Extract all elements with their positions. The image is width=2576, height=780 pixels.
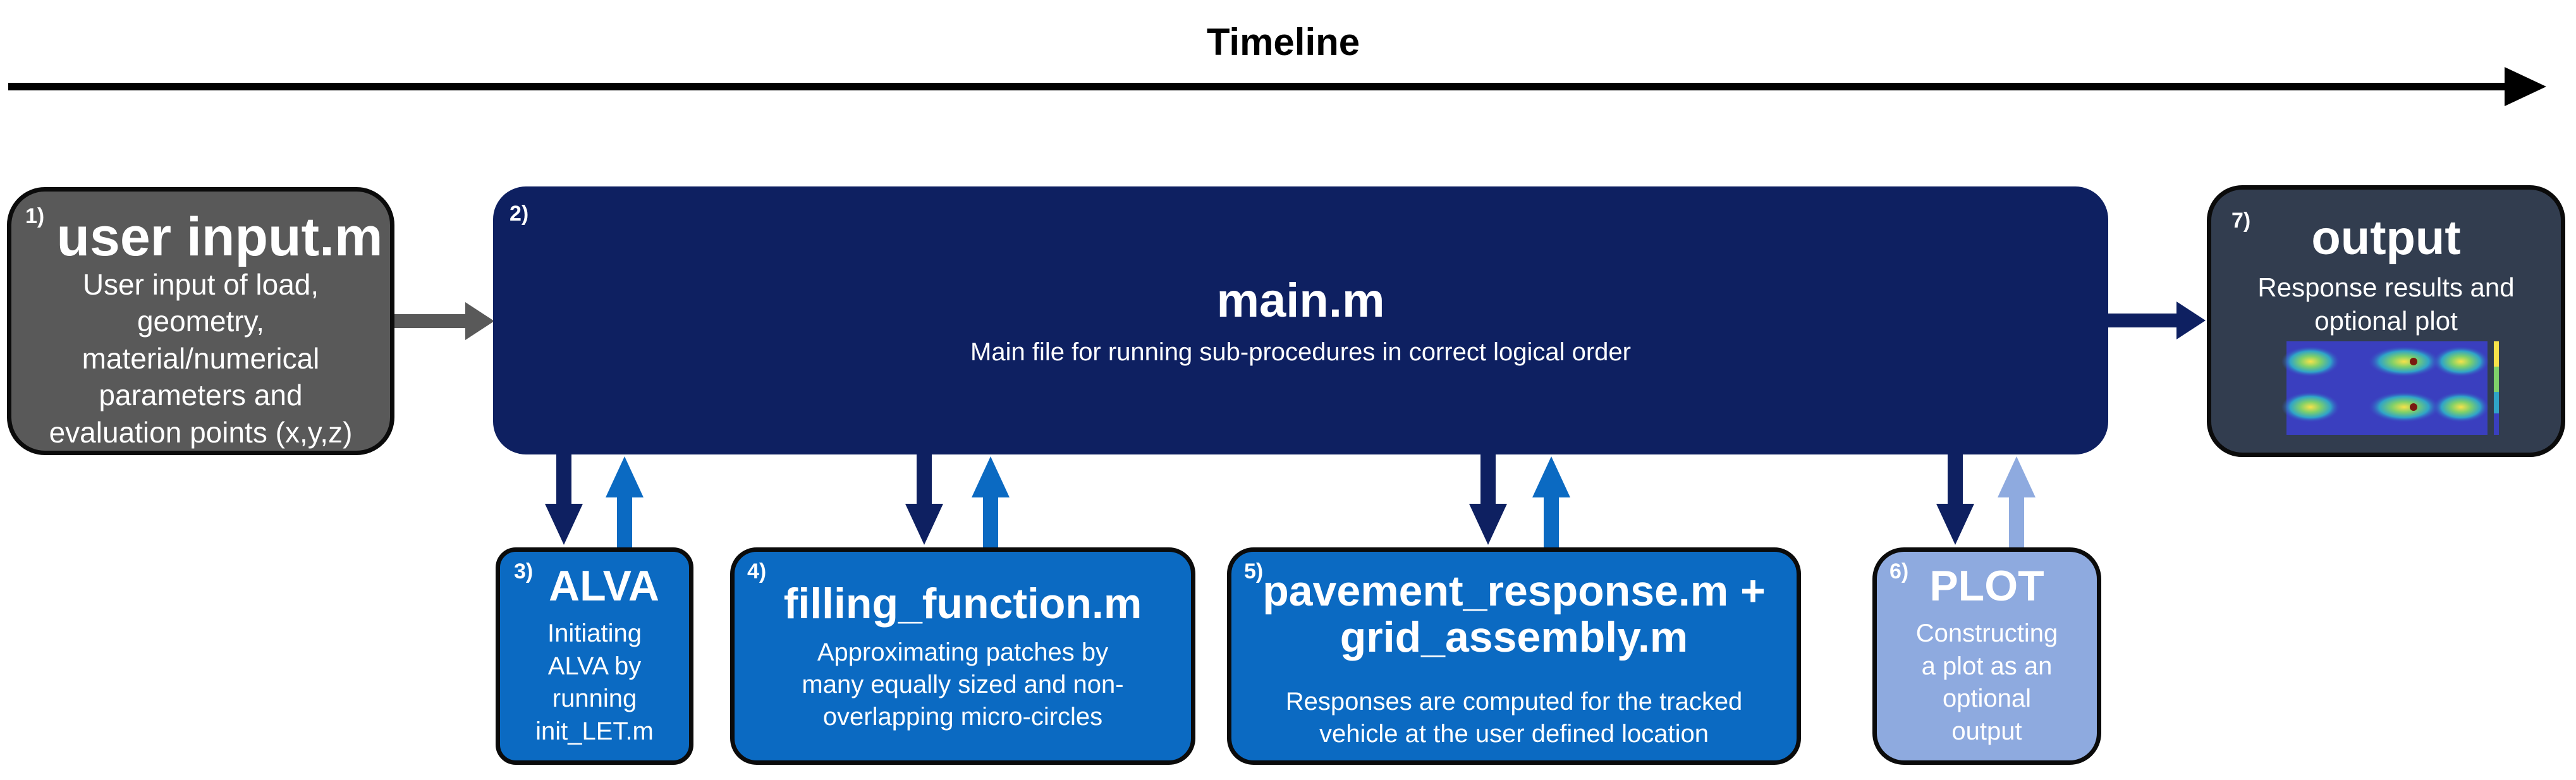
timeline-label: Timeline xyxy=(1206,21,1360,63)
user-input-box: 1) user input.m User input of load, geom… xyxy=(7,187,394,455)
alva-title: ALVA xyxy=(548,562,659,610)
filling-up-arrow xyxy=(972,456,1010,547)
filling-function-box: 4) filling_function.m Approximating patc… xyxy=(730,547,1195,765)
plot-title: PLOT xyxy=(1929,562,2044,610)
description-line: User input of load, xyxy=(82,268,319,301)
plot-description: Constructing a plot as an optional outpu… xyxy=(1877,618,2097,748)
pavement-response-title: pavement_response.m + grid_assembly.m xyxy=(1231,568,1797,661)
description-line: overlapping micro-circles xyxy=(822,702,1103,731)
output-plot-thumbnail xyxy=(2281,341,2499,435)
description-line: many equally sized and non- xyxy=(802,670,1124,698)
main-description: Main file for running sub-procedures in … xyxy=(970,338,1631,366)
title-line: grid_assembly.m xyxy=(1340,613,1688,662)
plot-down-arrow xyxy=(1936,454,1974,545)
pavement-response-description: Responses are computed for the tracked v… xyxy=(1231,686,1797,750)
description-line: optional xyxy=(1942,685,2032,713)
description-line: geometry, xyxy=(137,305,265,338)
description-line: running xyxy=(552,685,637,713)
hotspot xyxy=(2281,392,2340,422)
description-line: init_LET.m xyxy=(535,717,654,745)
description-line: Initiating xyxy=(547,619,642,647)
filling-function-description: Approximating patches by many equally si… xyxy=(735,637,1191,733)
hotspot xyxy=(2369,392,2439,422)
input-arrow xyxy=(394,302,494,340)
filling-down-arrow xyxy=(905,454,943,545)
alva-up-arrow xyxy=(606,456,644,547)
user-input-title: user input.m xyxy=(56,207,383,267)
output-title: output xyxy=(2311,211,2461,265)
plot-up-arrow xyxy=(1998,456,2036,547)
hotspot xyxy=(2433,392,2489,422)
hotspot xyxy=(2281,346,2340,377)
description-line: evaluation points (x,y,z) xyxy=(49,415,353,449)
description-line: vehicle at the user defined location xyxy=(1319,719,1709,748)
step-number: 7) xyxy=(2231,209,2251,233)
plot-box: 6) PLOT Constructing a plot as an option… xyxy=(1872,547,2101,765)
step-number: 6) xyxy=(1889,559,1909,583)
description-line: parameters and xyxy=(99,379,303,412)
alva-box: 3) ALVA Initiating ALVA by running init_… xyxy=(496,547,693,765)
pavement-up-arrow xyxy=(1532,456,1570,547)
output-description: Response results and optional plot xyxy=(2211,271,2561,338)
filling-function-title: filling_function.m xyxy=(783,580,1142,628)
pavement-response-box: 5) pavement_response.m + grid_assembly.m… xyxy=(1227,547,1801,765)
step-number: 4) xyxy=(747,559,767,583)
description-line: material/numerical xyxy=(82,341,320,375)
description-line: Response results and xyxy=(2257,272,2515,302)
step-number: 3) xyxy=(514,559,534,583)
alva-description: Initiating ALVA by running init_LET.m xyxy=(500,618,689,748)
description-line: ALVA by xyxy=(547,652,642,680)
main-box: 2) main.m Main file for running sub-proc… xyxy=(493,186,2108,454)
description-line: Responses are computed for the tracked xyxy=(1285,688,1743,716)
output-box: 7) output Response results and optional … xyxy=(2207,185,2565,457)
main-title: main.m xyxy=(1216,274,1385,327)
description-line: a plot as an xyxy=(1921,652,2053,680)
pavement-down-arrow xyxy=(1469,454,1507,545)
title-line: pavement_response.m + xyxy=(1262,567,1766,615)
step-number: 1) xyxy=(25,204,45,228)
description-line: Approximating patches by xyxy=(817,638,1109,666)
timeline-arrow xyxy=(8,67,2546,106)
output-arrow xyxy=(2108,302,2206,339)
description-line: Constructing xyxy=(1915,619,2058,647)
step-number: 5) xyxy=(1244,559,1264,583)
description-line: output xyxy=(1951,717,2022,745)
evaluation-point xyxy=(2410,403,2417,411)
step-number: 2) xyxy=(510,202,529,226)
evaluation-point xyxy=(2410,358,2417,365)
hotspot xyxy=(2433,346,2489,377)
hotspot xyxy=(2369,346,2439,377)
user-input-description: User input of load, geometry, material/n… xyxy=(11,266,390,451)
alva-down-arrow xyxy=(545,454,583,545)
description-line: optional plot xyxy=(2314,306,2458,336)
